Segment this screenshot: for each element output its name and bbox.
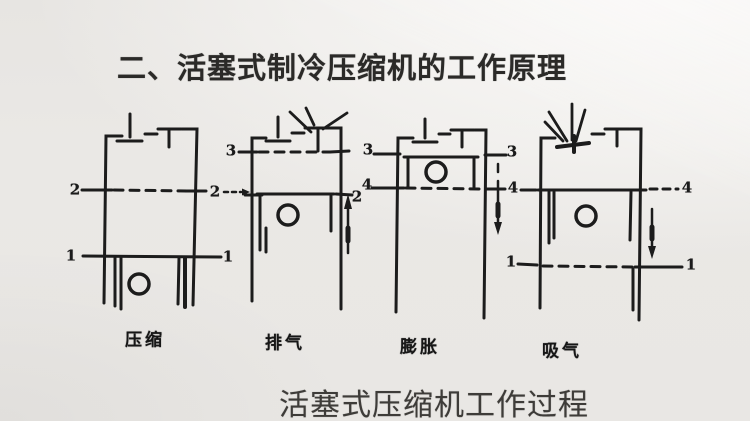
position-marker: 1	[65, 246, 77, 265]
position-marker: 4	[681, 178, 693, 197]
position-marker: 2	[351, 187, 363, 206]
piston-pin	[127, 272, 151, 296]
position-marker: 4	[361, 175, 373, 194]
level-3-line	[372, 152, 508, 157]
cylinder-right-wall	[328, 126, 343, 311]
suction-valve-icon	[264, 115, 292, 143]
piston-motion-arrow-up-icon	[344, 194, 352, 255]
piston-pin	[276, 203, 300, 227]
piston-pin	[574, 204, 598, 228]
figure-caption: 活塞式压缩机工作过程	[279, 388, 589, 421]
piston-motion-arrow-down-icon	[648, 207, 656, 259]
piston-pin	[424, 160, 448, 184]
piston-skirt	[113, 256, 187, 311]
discharge-valve-icon	[449, 128, 476, 149]
position-marker: 1	[505, 252, 517, 271]
cylinder-right-wall	[180, 127, 199, 307]
diagram-compression	[80, 112, 250, 311]
position-marker: 3	[506, 142, 518, 161]
slide-title: 二、活塞式制冷压缩机的工作原理	[117, 51, 568, 85]
stage-caption-discharge: 排气	[265, 333, 305, 354]
position-marker: 1	[685, 255, 697, 274]
discharge-valve-icon	[603, 127, 631, 148]
level-3-line	[237, 149, 351, 154]
piston-skirt	[547, 190, 633, 245]
piston-top-line	[81, 254, 223, 259]
stage-caption-compression: 压缩	[125, 330, 165, 351]
piston-top-line	[243, 192, 354, 197]
diagram-discharge	[237, 106, 354, 311]
suction-valve-icon	[115, 112, 144, 143]
cylinder-left-wall	[394, 136, 415, 314]
position-marker: 3	[362, 140, 374, 159]
piston-skirt	[258, 194, 333, 254]
level-4-line	[370, 186, 507, 191]
cylinder-left-wall	[250, 136, 268, 303]
diagram-suction	[516, 102, 684, 322]
position-marker: 2	[69, 180, 81, 199]
cylinder-right-wall	[628, 127, 643, 322]
cylinder-left-wall	[102, 134, 124, 305]
position-marker: 3	[225, 141, 237, 160]
level-4-line	[519, 187, 680, 192]
piston-skirt	[406, 157, 476, 189]
discharge-valve-icon	[156, 127, 183, 149]
suction-valve-icon	[411, 117, 439, 144]
cylinder-left-wall	[538, 136, 557, 310]
position-marker: 2	[209, 182, 221, 201]
diagram-expansion	[370, 117, 508, 320]
stage-caption-expansion: 膨胀	[400, 337, 440, 358]
cylinder-right-wall	[473, 128, 488, 320]
gas-inflow-lines	[543, 102, 587, 143]
level-2-arrow-icon	[222, 188, 250, 196]
level-1-line	[516, 262, 684, 269]
gas-outflow-lines	[288, 106, 349, 134]
suction-valve-open-icon	[555, 134, 591, 154]
stage-caption-suction: 吸气	[542, 341, 582, 362]
position-marker: 4	[507, 178, 519, 197]
position-marker: 1	[222, 247, 234, 266]
piston-motion-arrow-down-icon	[494, 162, 502, 235]
level-2-line	[80, 188, 208, 193]
